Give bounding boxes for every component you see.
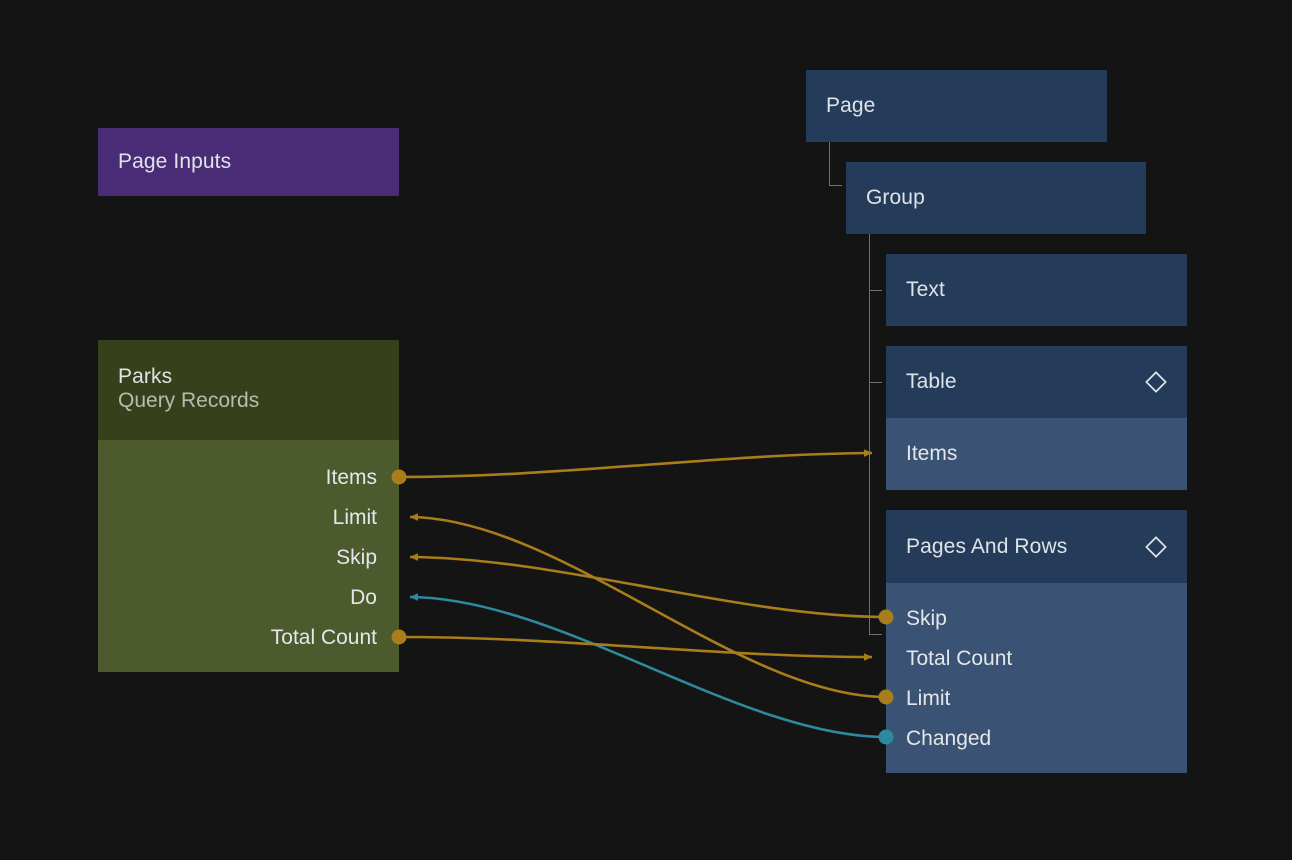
node-page-title: Page xyxy=(826,94,876,118)
port-pages-and-rows-skip[interactable]: Skip xyxy=(906,604,947,632)
node-table[interactable]: Table Items xyxy=(886,346,1187,490)
port-pages-and-rows-changed[interactable]: Changed xyxy=(906,724,991,752)
port-pages-and-rows-total-count-label: Total Count xyxy=(906,646,1013,670)
node-pages-and-rows-body: Skip Total Count Limit Changed xyxy=(886,583,1187,773)
node-text-title: Text xyxy=(906,278,945,302)
node-page-inputs-title: Page Inputs xyxy=(118,150,232,174)
node-group[interactable]: Group xyxy=(846,162,1146,234)
node-parks-body: Items Limit Skip Do Total Count xyxy=(98,440,399,672)
wire-pages-skip-to-parks-skip xyxy=(409,553,887,619)
port-pages-and-rows-limit-label: Limit xyxy=(906,686,951,710)
port-parks-do-label: Do xyxy=(350,585,377,609)
node-table-header: Table xyxy=(886,346,1187,418)
port-parks-total-count-label: Total Count xyxy=(270,625,377,649)
tree-line-page-to-group-vertical xyxy=(829,142,830,185)
node-parks-header: Parks Query Records xyxy=(98,340,399,440)
port-parks-items[interactable]: Items xyxy=(326,463,377,491)
port-table-items[interactable]: Items xyxy=(906,439,957,467)
diamond-icon[interactable] xyxy=(1145,371,1167,393)
wire-pages-limit-to-parks-limit xyxy=(409,513,887,699)
node-text[interactable]: Text xyxy=(886,254,1187,326)
node-table-body: Items xyxy=(886,418,1187,490)
tree-line-group-to-text xyxy=(869,290,882,291)
node-pages-and-rows-header: Pages And Rows xyxy=(886,510,1187,583)
node-group-header: Group xyxy=(846,162,1146,234)
tree-line-group-children-vertical xyxy=(869,234,870,634)
node-text-header: Text xyxy=(886,254,1187,326)
port-pages-and-rows-changed-label: Changed xyxy=(906,726,992,750)
node-parks[interactable]: Parks Query Records Items Limit Skip Do … xyxy=(98,340,399,672)
node-page[interactable]: Page xyxy=(806,70,1107,142)
port-parks-limit[interactable]: Limit xyxy=(333,503,377,531)
port-pages-and-rows-limit[interactable]: Limit xyxy=(906,684,950,712)
port-parks-skip-label: Skip xyxy=(336,545,377,569)
port-pages-and-rows-skip-label: Skip xyxy=(906,606,947,630)
tree-line-group-to-pages-and-rows xyxy=(869,634,882,635)
wire-pages-changed-to-parks-do xyxy=(409,593,887,739)
port-parks-items-label: Items xyxy=(325,465,377,489)
node-group-title: Group xyxy=(866,186,925,210)
node-parks-title: Parks xyxy=(118,365,173,389)
node-page-inputs[interactable]: Page Inputs xyxy=(98,128,399,196)
node-page-header: Page xyxy=(806,70,1107,142)
port-parks-limit-label: Limit xyxy=(332,505,377,529)
node-parks-subtitle: Query Records xyxy=(118,389,260,413)
port-pages-and-rows-total-count[interactable]: Total Count xyxy=(906,644,1012,672)
node-pages-and-rows[interactable]: Pages And Rows Skip Total Count Limit Ch… xyxy=(886,510,1187,773)
diamond-icon[interactable] xyxy=(1145,535,1167,558)
tree-line-page-to-group-horizontal xyxy=(829,185,842,186)
node-table-title: Table xyxy=(906,370,957,394)
port-table-items-label: Items xyxy=(906,441,958,465)
tree-line-group-to-table xyxy=(869,382,882,383)
port-parks-skip[interactable]: Skip xyxy=(336,543,377,571)
port-parks-total-count[interactable]: Total Count xyxy=(271,623,377,651)
wire-parks-totalcount-to-pages-totalcount xyxy=(399,635,873,661)
node-page-inputs-header: Page Inputs xyxy=(98,128,399,196)
node-pages-and-rows-title: Pages And Rows xyxy=(906,534,1068,558)
port-parks-do[interactable]: Do xyxy=(350,583,377,611)
wire-parks-items-to-table-items xyxy=(399,449,873,479)
